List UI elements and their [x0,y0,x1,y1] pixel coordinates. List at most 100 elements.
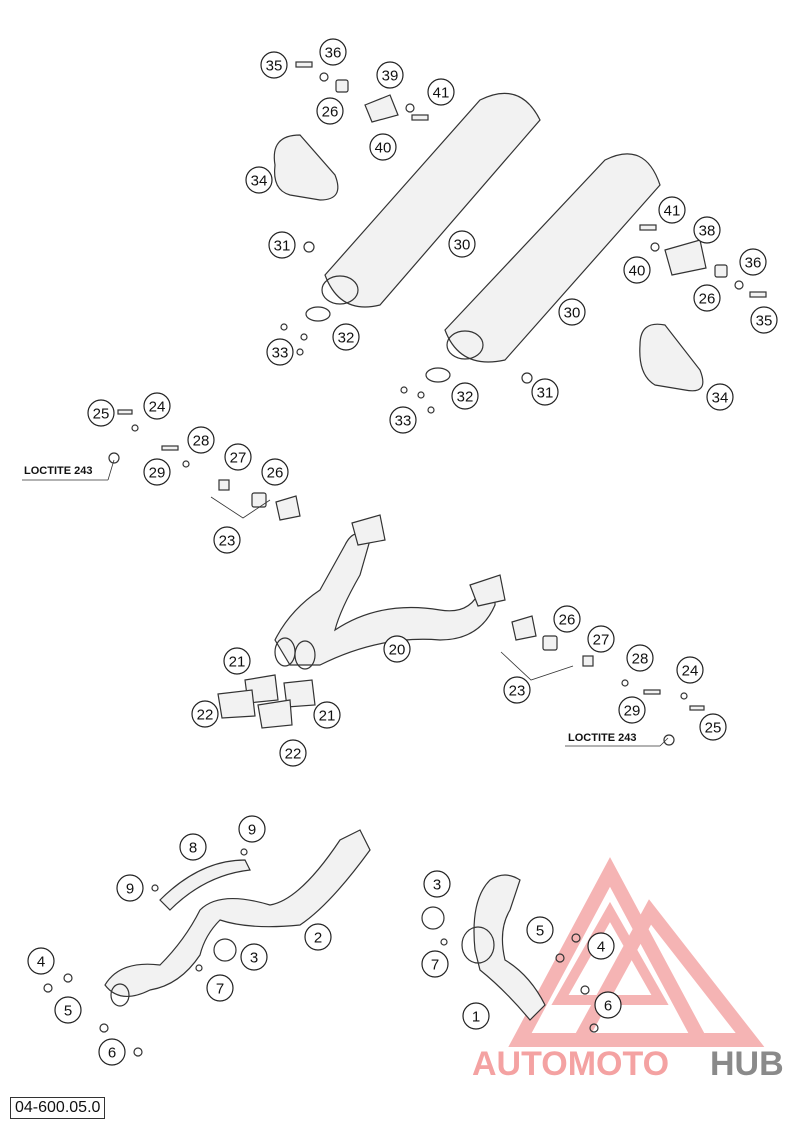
callout-4: 4 [27,947,55,975]
callout-23: 23 [503,676,531,704]
callout-label: 29 [624,703,641,720]
callout-label: 22 [285,746,302,763]
callout-label: 27 [230,450,247,467]
callout-21: 21 [313,701,341,729]
callout-24: 24 [143,392,171,420]
callout-label: 32 [457,389,474,406]
callout-25: 25 [87,399,115,427]
svg-text:LOCTITE 243: LOCTITE 243 [568,732,636,744]
callout-label: 29 [149,465,166,482]
callout-40: 40 [369,133,397,161]
callout-32: 32 [332,323,360,351]
callout-27: 27 [587,625,615,653]
clamp-39 [364,94,399,123]
callout-label: 7 [431,957,439,974]
callout-41: 41 [427,78,455,106]
callout-label: 30 [454,237,471,254]
callout-label: 3 [250,950,258,967]
callout-6: 6 [594,991,622,1019]
callout-label: 5 [64,1003,72,1020]
callout-label: 1 [472,1009,480,1026]
svg-text:LOCTITE 243: LOCTITE 243 [24,465,92,477]
callout-33: 33 [266,338,294,366]
callout-label: 9 [248,822,256,839]
callout-1: 1 [462,1002,490,1030]
callout-39: 39 [376,61,404,89]
callout-label: 35 [266,58,283,75]
loctite-note-left: LOCTITE 243 [22,459,115,481]
callout-label: 38 [699,223,716,240]
callout-label: 27 [593,632,610,649]
callout-label: 41 [433,85,450,102]
callout-3: 3 [423,870,451,898]
small-hardware-upper [280,61,767,414]
callout-label: 28 [193,433,210,450]
callout-26: 26 [316,97,344,125]
muffler-bracket-right [639,323,704,392]
callout-7: 7 [421,950,449,978]
callout-label: 4 [597,939,605,956]
callout-label: 25 [705,720,722,737]
header-pipe-1 [461,874,546,1021]
callout-label: 35 [756,313,773,330]
callout-34: 34 [706,383,734,411]
callout-34: 34 [245,166,273,194]
callout-label: 34 [712,390,729,407]
callout-38: 38 [693,216,721,244]
callout-8: 8 [179,833,207,861]
callout-label: 34 [251,173,268,190]
callout-9: 9 [238,815,266,843]
callout-29: 29 [143,458,171,486]
muffler-bracket-left [273,134,339,201]
callout-label: 7 [216,981,224,998]
callout-35: 35 [750,306,778,334]
callout-2: 2 [304,923,332,951]
callout-7: 7 [206,974,234,1002]
callout-35: 35 [260,51,288,79]
callout-label: 39 [382,68,399,85]
callout-label: 41 [664,203,681,220]
callout-28: 28 [626,644,654,672]
heat-shield-8 [159,859,251,911]
callout-label: 25 [93,406,110,423]
callout-label: 2 [314,930,322,947]
callout-36: 36 [319,38,347,66]
callout-22: 22 [279,739,307,767]
loctite-note-right: LOCTITE 243 [565,732,669,747]
callout-28: 28 [187,426,215,454]
callout-label: 24 [682,663,699,680]
callout-30: 30 [558,298,586,326]
callout-label: 24 [149,399,166,416]
callout-31: 31 [268,231,296,259]
callout-5: 5 [54,996,82,1024]
callout-36: 36 [739,248,767,276]
callout-label: 30 [564,305,581,322]
clamp-38 [664,239,707,276]
callout-label: 40 [375,140,392,157]
callout-label: 23 [219,533,236,550]
callout-label: 28 [632,651,649,668]
callout-24: 24 [676,656,704,684]
callout-label: 8 [189,840,197,857]
callout-label: 26 [322,104,339,121]
watermark-text-1: AUTOMOTO [472,1045,669,1083]
callout-6: 6 [98,1038,126,1066]
callout-33: 33 [389,406,417,434]
callout-21: 21 [223,647,251,675]
callout-label: 21 [229,654,246,671]
callout-4: 4 [587,932,615,960]
callout-label: 33 [272,345,289,362]
callout-41: 41 [658,196,686,224]
watermark-text-2: HUB [710,1045,784,1083]
drawing-code: 04-600.05.0 [10,1097,106,1119]
header-pipe-2 [104,829,371,1007]
callout-label: 20 [389,642,406,659]
callout-26: 26 [261,458,289,486]
y-pipe-20 [274,514,506,670]
callout-label: 26 [267,465,284,482]
callout-29: 29 [618,696,646,724]
callout-30: 30 [448,230,476,258]
callout-label: 9 [126,881,134,898]
callout-3: 3 [240,943,268,971]
